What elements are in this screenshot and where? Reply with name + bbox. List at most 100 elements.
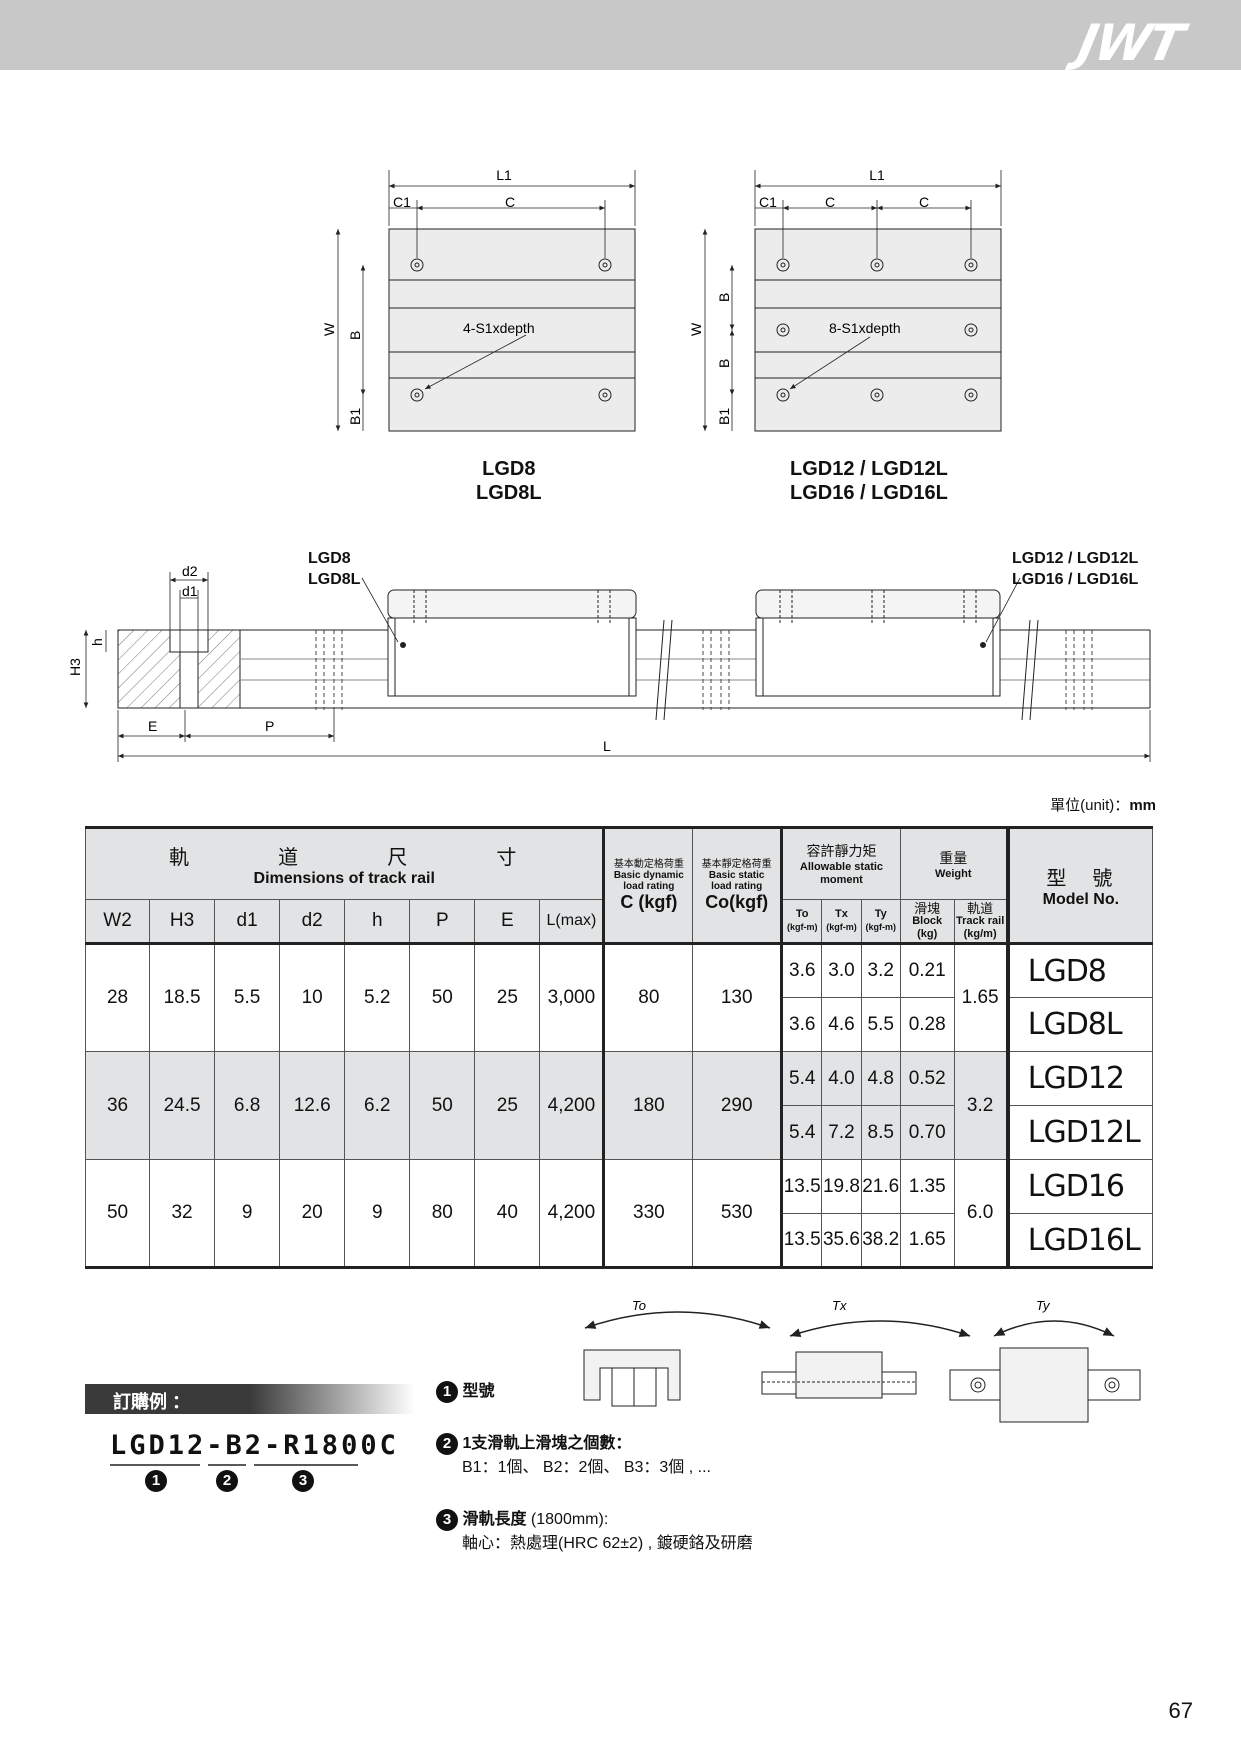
dim-B-right-2: B — [716, 359, 732, 368]
cell-L: 4,200 — [539, 1159, 605, 1269]
cell-Ty: 38.2 — [860, 1213, 901, 1269]
cell-model: LGD16L — [1005, 1213, 1153, 1269]
model-header: 型 號 Model No. — [1005, 826, 1153, 944]
cell-block-kg: 0.52 — [899, 1051, 955, 1106]
col-d1: d1 — [214, 899, 281, 944]
cell-W2: 36 — [84, 1051, 151, 1160]
cell-Ty: 8.5 — [860, 1105, 901, 1160]
cell-Co: 530 — [692, 1159, 783, 1269]
cell-L: 3,000 — [539, 942, 605, 1052]
col-Tx: Tx(kgf-m) — [821, 899, 862, 944]
weight-header: 重量 Weight — [899, 826, 1009, 900]
dim-C-right-1: C — [825, 194, 835, 210]
cell-C: 180 — [602, 1051, 694, 1160]
col-H3: H3 — [149, 899, 216, 944]
col-h: h — [344, 899, 411, 944]
cell-C: 330 — [602, 1159, 694, 1269]
cell-E: 25 — [474, 942, 541, 1052]
dim-W-right: W — [688, 322, 704, 336]
cell-Ty: 3.2 — [860, 942, 901, 998]
order-mark-2: 2 — [216, 1470, 238, 1492]
cell-h: 6.2 — [344, 1051, 411, 1160]
order-code: LGD12-B2-R1800C — [110, 1430, 399, 1461]
dim-W-left: W — [321, 322, 337, 336]
cell-W2: 50 — [84, 1159, 151, 1269]
cell-P: 80 — [409, 1159, 476, 1269]
cell-Tx: 7.2 — [821, 1105, 862, 1160]
cell-block-kg: 0.70 — [899, 1105, 955, 1160]
cell-To: 3.6 — [780, 942, 823, 998]
table-row: 3.6 4.6 5.5 0.28 LGD8L — [86, 997, 1153, 1052]
cell-E: 25 — [474, 1051, 541, 1160]
table-row: 50 32 9 20 9 80 40 4,200 330 530 13.5 19… — [84, 1159, 1153, 1269]
col-E: E — [474, 899, 541, 944]
cell-Tx: 4.6 — [821, 997, 862, 1052]
cell-d1: 5.5 — [214, 942, 281, 1052]
order-note-1: 1 型號 — [436, 1380, 494, 1404]
side-view-rail — [83, 572, 1151, 762]
cell-rail-kg: 6.0 — [953, 1159, 1009, 1269]
dim-d1: d1 — [182, 583, 198, 599]
cell-To: 3.6 — [780, 997, 823, 1052]
table-row: 28 18.5 5.5 10 5.2 50 25 3,000 80 130 3.… — [84, 942, 1153, 1052]
cell-C: 80 — [602, 942, 694, 1052]
cell-Ty: 21.6 — [860, 1159, 901, 1214]
dim-B1-left: B1 — [347, 408, 363, 425]
dim-L1-right: L1 — [869, 167, 885, 183]
moment-Ty-label: Ty — [1036, 1298, 1051, 1313]
dim-L1-left: L1 — [496, 167, 512, 183]
cell-d2: 10 — [279, 942, 346, 1052]
cell-model: LGD12 — [1005, 1051, 1153, 1106]
dim-P: P — [265, 718, 274, 734]
col-d2: d2 — [279, 899, 346, 944]
cell-Tx: 19.8 — [821, 1159, 862, 1214]
side-label-left: LGD8 LGD8L — [308, 550, 361, 588]
col-To: To(kgf-m) — [780, 899, 823, 944]
dim-B-right-1: B — [716, 293, 732, 302]
cell-block-kg: 0.28 — [899, 997, 955, 1052]
cell-rail-kg: 1.65 — [953, 942, 1009, 1052]
col-W2: W2 — [84, 899, 151, 944]
order-example-bar: 訂購例 ： — [85, 1384, 415, 1414]
cell-d1: 9 — [214, 1159, 281, 1269]
cell-Tx: 3.0 — [821, 942, 862, 998]
cell-d2: 12.6 — [279, 1051, 346, 1160]
page-number: 67 — [1168, 1698, 1193, 1723]
dim-C-left: C — [505, 194, 515, 210]
dim-L: L — [603, 738, 611, 754]
cell-H3: 18.5 — [149, 942, 216, 1052]
moment-diagrams — [583, 1311, 1141, 1423]
cell-rail-kg: 3.2 — [953, 1051, 1009, 1160]
moment-To-label: To — [632, 1298, 646, 1313]
table-row: 13.5 35.6 38.2 1.65 LGD16L — [86, 1213, 1153, 1269]
caption-lgd8: LGD8 LGD8L — [476, 458, 542, 504]
cell-h: 9 — [344, 1159, 411, 1269]
dim-C1-left: C1 — [393, 194, 411, 210]
spec-table: 軌 道 尺 寸 Dimensions of track rail 基本動定格荷重… — [84, 826, 1153, 1269]
cell-Tx: 4.0 — [821, 1051, 862, 1106]
cell-model: LGD8L — [1005, 997, 1153, 1052]
cell-To: 13.5 — [780, 1213, 823, 1269]
rail-dims-header: 軌 道 尺 寸 Dimensions of track rail — [84, 826, 605, 900]
dim-d2: d2 — [182, 563, 198, 579]
col-P: P — [409, 899, 476, 944]
dim-C1-right: C1 — [759, 194, 777, 210]
side-label-right: LGD12 / LGD12L LGD16 / LGD16L — [1012, 550, 1139, 588]
cell-model: LGD8 — [1005, 942, 1153, 998]
top-view-lgd12-lgd16 — [702, 170, 1002, 432]
col-L: L(max) — [539, 899, 605, 944]
cell-P: 50 — [409, 1051, 476, 1160]
cell-Co: 290 — [692, 1051, 783, 1160]
dim-E: E — [148, 718, 157, 734]
dim-H3: H3 — [67, 658, 83, 676]
order-mark-3: 3 — [292, 1470, 314, 1492]
cell-W2: 28 — [84, 942, 151, 1052]
hole-note-left: 4-S1xdepth — [463, 320, 535, 336]
order-mark-1: 1 — [145, 1470, 167, 1492]
order-note-2: 2 1支滑軌上滑塊之個數： B1：1個、 B2：2個、 B3：3個 , ... — [436, 1432, 711, 1480]
cell-To: 13.5 — [780, 1159, 823, 1214]
